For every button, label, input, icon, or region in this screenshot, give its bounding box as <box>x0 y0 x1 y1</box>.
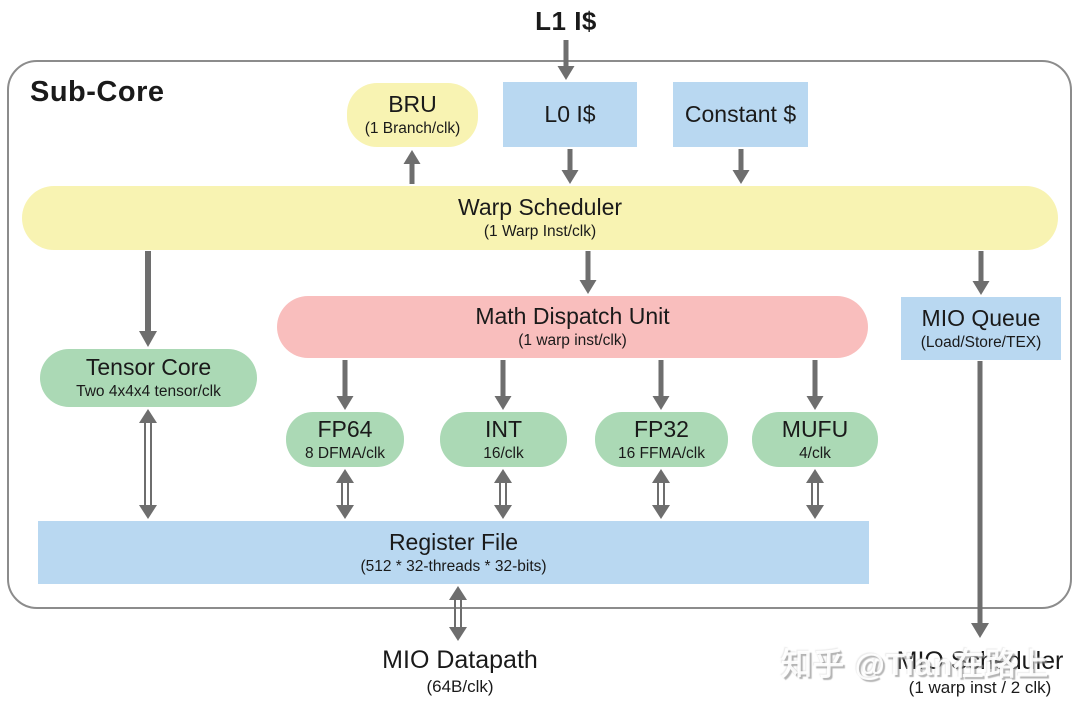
warp-scheduler-node: Warp Scheduler (1 Warp Inst/clk) <box>22 186 1058 250</box>
warp-scheduler-title: Warp Scheduler <box>457 194 623 221</box>
constant-cache-title: Constant $ <box>684 100 797 127</box>
math-dispatch-unit-node: Math Dispatch Unit (1 warp inst/clk) <box>277 296 868 358</box>
sub-core-title: Sub-Core <box>30 76 165 108</box>
register-file-subtitle: (512 * 32-threads * 32-bits) <box>360 557 547 575</box>
warp-scheduler-subtitle: (1 Warp Inst/clk) <box>483 223 597 241</box>
mio-queue-node: MIO Queue (Load/Store/TEX) <box>901 297 1061 360</box>
bru-subtitle: (1 Branch/clk) <box>364 120 461 138</box>
fp32-node: FP32 16 FFMA/clk <box>595 412 728 467</box>
tensor-core-subtitle: Two 4x4x4 tensor/clk <box>76 383 221 401</box>
tensor-core-title: Tensor Core <box>85 354 212 381</box>
sub-core-container <box>7 60 1072 609</box>
mio-scheduler-title: MIO Scheduler <box>896 647 1064 675</box>
fp64-node: FP64 8 DFMA/clk <box>286 412 404 467</box>
bru-title: BRU <box>388 91 437 118</box>
mio-datapath-subtitle: (64B/clk) <box>426 676 494 696</box>
mio-scheduler-label: MIO Scheduler (1 warp inst / 2 clk) <box>880 647 1080 697</box>
int-title: INT <box>484 415 523 442</box>
int-subtitle: 16/clk <box>483 444 524 462</box>
zhihu-watermark: 知乎 @Tian在路上 <box>781 647 1050 682</box>
mio-datapath-label: MIO Datapath (64B/clk) <box>352 646 568 696</box>
fp32-title: FP32 <box>634 415 689 442</box>
register-file-title: Register File <box>388 528 519 555</box>
l1-icache-label: L1 I$ <box>535 6 597 36</box>
fp64-title: FP64 <box>317 415 373 442</box>
fp32-subtitle: 16 FFMA/clk <box>618 444 705 462</box>
mio-scheduler-subtitle: (1 warp inst / 2 clk) <box>908 677 1052 697</box>
mufu-node: MUFU 4/clk <box>752 412 878 467</box>
math-dispatch-subtitle: (1 warp inst/clk) <box>518 332 627 350</box>
bru-node: BRU (1 Branch/clk) <box>347 83 478 147</box>
fp64-subtitle: 8 DFMA/clk <box>304 444 386 462</box>
mio-queue-subtitle: (Load/Store/TEX) <box>920 333 1042 351</box>
register-file-node: Register File (512 * 32-threads * 32-bit… <box>38 521 869 584</box>
tensor-core-node: Tensor Core Two 4x4x4 tensor/clk <box>40 349 257 407</box>
mufu-title: MUFU <box>781 415 849 442</box>
l0-icache-title: L0 I$ <box>544 100 596 127</box>
int-node: INT 16/clk <box>440 412 567 467</box>
constant-cache-node: Constant $ <box>673 82 808 147</box>
l0-icache-node: L0 I$ <box>503 82 637 147</box>
mufu-subtitle: 4/clk <box>799 444 831 462</box>
mio-queue-title: MIO Queue <box>921 304 1041 331</box>
math-dispatch-title: Math Dispatch Unit <box>475 303 670 330</box>
mio-datapath-title: MIO Datapath <box>382 646 538 674</box>
